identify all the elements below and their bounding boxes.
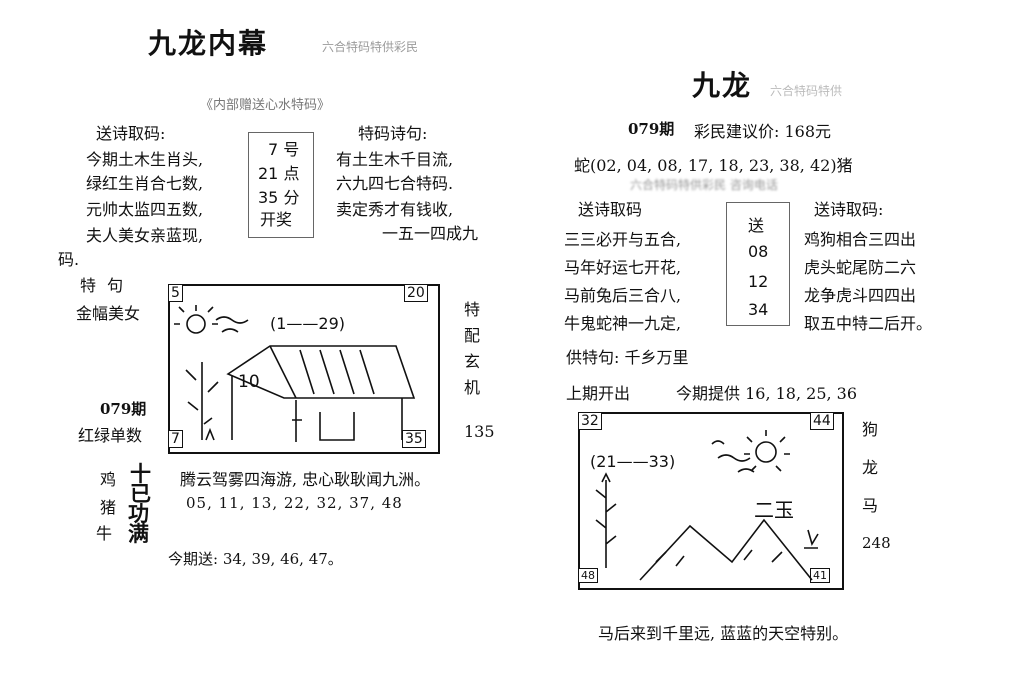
right-subtitle: 六合特码特供 xyxy=(770,84,843,98)
right-poem-line-4: 牛鬼蛇神一九定, xyxy=(564,314,682,333)
right-poem-r-line-1: 鸡狗相合三四出 xyxy=(804,230,917,249)
left-poem-line-2: 绿红生肖合七数, xyxy=(86,174,204,193)
right-corner-bl: 48 xyxy=(578,568,598,583)
draw-day: 7 号 xyxy=(268,140,300,159)
left-poem-tail: 码. xyxy=(58,250,80,269)
blurred-line: 六合特码特供彩民 咨询电话 xyxy=(630,178,778,192)
right-side-char-3: 马 xyxy=(862,496,879,515)
right-side-char-2: 龙 xyxy=(862,458,879,477)
right-poem-head-left: 送诗取码 xyxy=(578,200,643,219)
left-special-head: 特码诗句: xyxy=(358,124,428,143)
send-label: 送 xyxy=(748,216,765,235)
left-subtitle: 六合特码特供彩民 xyxy=(322,40,419,54)
right-poem-r-line-2: 虎头蛇尾防二六 xyxy=(804,258,917,277)
jinfu-label: 金幅美女 xyxy=(76,304,141,323)
left-corner-bl: 7 xyxy=(168,430,183,448)
animal-ox: 牛 xyxy=(96,524,113,543)
left-title: 九龙内幕 xyxy=(148,27,269,60)
snake-pig-line: 蛇(02, 04, 08, 17, 18, 23, 38, 42)猪 xyxy=(574,156,853,175)
left-picture-frame xyxy=(168,284,440,454)
left-verse: 腾云驾雾四海游, 忠心耿耿闻九洲。 xyxy=(180,470,431,489)
left-poem-line-1: 今期土木生肖头, xyxy=(86,150,204,169)
right-side-number: 248 xyxy=(862,534,891,552)
gong-te-ju: 供特句: 千乡万里 xyxy=(566,348,689,367)
left-tagline: 《内部赠送心水特码》 xyxy=(200,98,331,113)
right-issue: 079期 xyxy=(628,120,675,138)
left-special-line-4: 一五一四成九 xyxy=(382,224,479,243)
right-price: 彩民建议价: 168元 xyxy=(694,122,832,141)
right-picture-frame xyxy=(578,412,844,590)
left-poem-head: 送诗取码: xyxy=(96,124,166,143)
left-today: 今期送: 34, 39, 46, 47。 xyxy=(168,550,343,568)
left-special-line-3: 卖定秀才有钱收, xyxy=(336,200,454,219)
send-number-box xyxy=(726,202,790,326)
left-poem-line-4: 夫人美女亲蓝现, xyxy=(86,226,204,245)
left-special-line-2: 六九四七合特码. xyxy=(336,174,454,193)
right-pic-text: 二玉 xyxy=(754,498,794,522)
send-number-1: 08 xyxy=(748,242,769,261)
left-side-char-3: 玄 xyxy=(464,352,481,371)
last-issue-label: 上期开出 xyxy=(566,384,631,403)
right-poem-head-right: 送诗取码: xyxy=(814,200,884,219)
right-side-char-1: 狗 xyxy=(862,420,879,439)
left-pic-arrow: (1——29) xyxy=(270,314,346,333)
left-numbers: 05, 11, 13, 22, 32, 37, 48 xyxy=(186,494,403,512)
right-poem-line-1: 三三必开与五合, xyxy=(564,230,682,249)
te-ju-label: 特 句 xyxy=(80,276,127,295)
big-char-2: 已 xyxy=(130,481,151,506)
right-bottom-verse: 马后来到千里远, 蓝蓝的天空特别。 xyxy=(598,624,849,643)
draw-time-box xyxy=(248,132,314,238)
draw-minute: 35 分 xyxy=(258,188,300,207)
honglu-label: 红绿单数 xyxy=(78,426,143,445)
left-pic-number: 10 xyxy=(238,372,260,392)
big-char-4: 满 xyxy=(128,521,149,546)
right-poem-r-line-3: 龙争虎斗四四出 xyxy=(804,286,917,305)
animal-pig: 猪 xyxy=(100,498,117,517)
big-char-3: 功 xyxy=(128,501,149,526)
draw-label: 开奖 xyxy=(260,210,293,229)
today-provides: 今期提供 16, 18, 25, 36 xyxy=(676,384,858,403)
send-number-3: 34 xyxy=(748,300,769,319)
right-title: 九龙 xyxy=(692,69,753,102)
left-side-char-2: 配 xyxy=(464,326,481,345)
left-side-char-1: 特 xyxy=(464,300,481,319)
left-special-line-1: 有土生木千目流, xyxy=(336,150,454,169)
left-side-char-4: 机 xyxy=(464,378,481,397)
right-poem-line-3: 马前兔后三合八, xyxy=(564,286,682,305)
send-number-2: 12 xyxy=(748,272,769,291)
draw-hour: 21 点 xyxy=(258,164,300,183)
right-corner-tr: 44 xyxy=(810,412,834,430)
right-corner-tl: 32 xyxy=(578,412,602,430)
big-char-1: 十 xyxy=(130,461,151,486)
left-side-number: 135 xyxy=(464,422,495,441)
left-corner-br: 35 xyxy=(402,430,426,448)
left-corner-tr: 20 xyxy=(404,284,428,302)
right-pic-arrow: (21——33) xyxy=(590,452,676,471)
right-poem-r-line-4: 取五中特二后开。 xyxy=(804,314,933,333)
right-poem-line-2: 马年好运七开花, xyxy=(564,258,682,277)
animal-rooster: 鸡 xyxy=(100,470,117,489)
right-corner-br: 41 xyxy=(810,568,830,583)
left-poem-line-3: 元帅太监四五数, xyxy=(86,200,204,219)
left-corner-tl: 5 xyxy=(168,284,183,302)
left-issue: 079期 xyxy=(100,400,147,418)
